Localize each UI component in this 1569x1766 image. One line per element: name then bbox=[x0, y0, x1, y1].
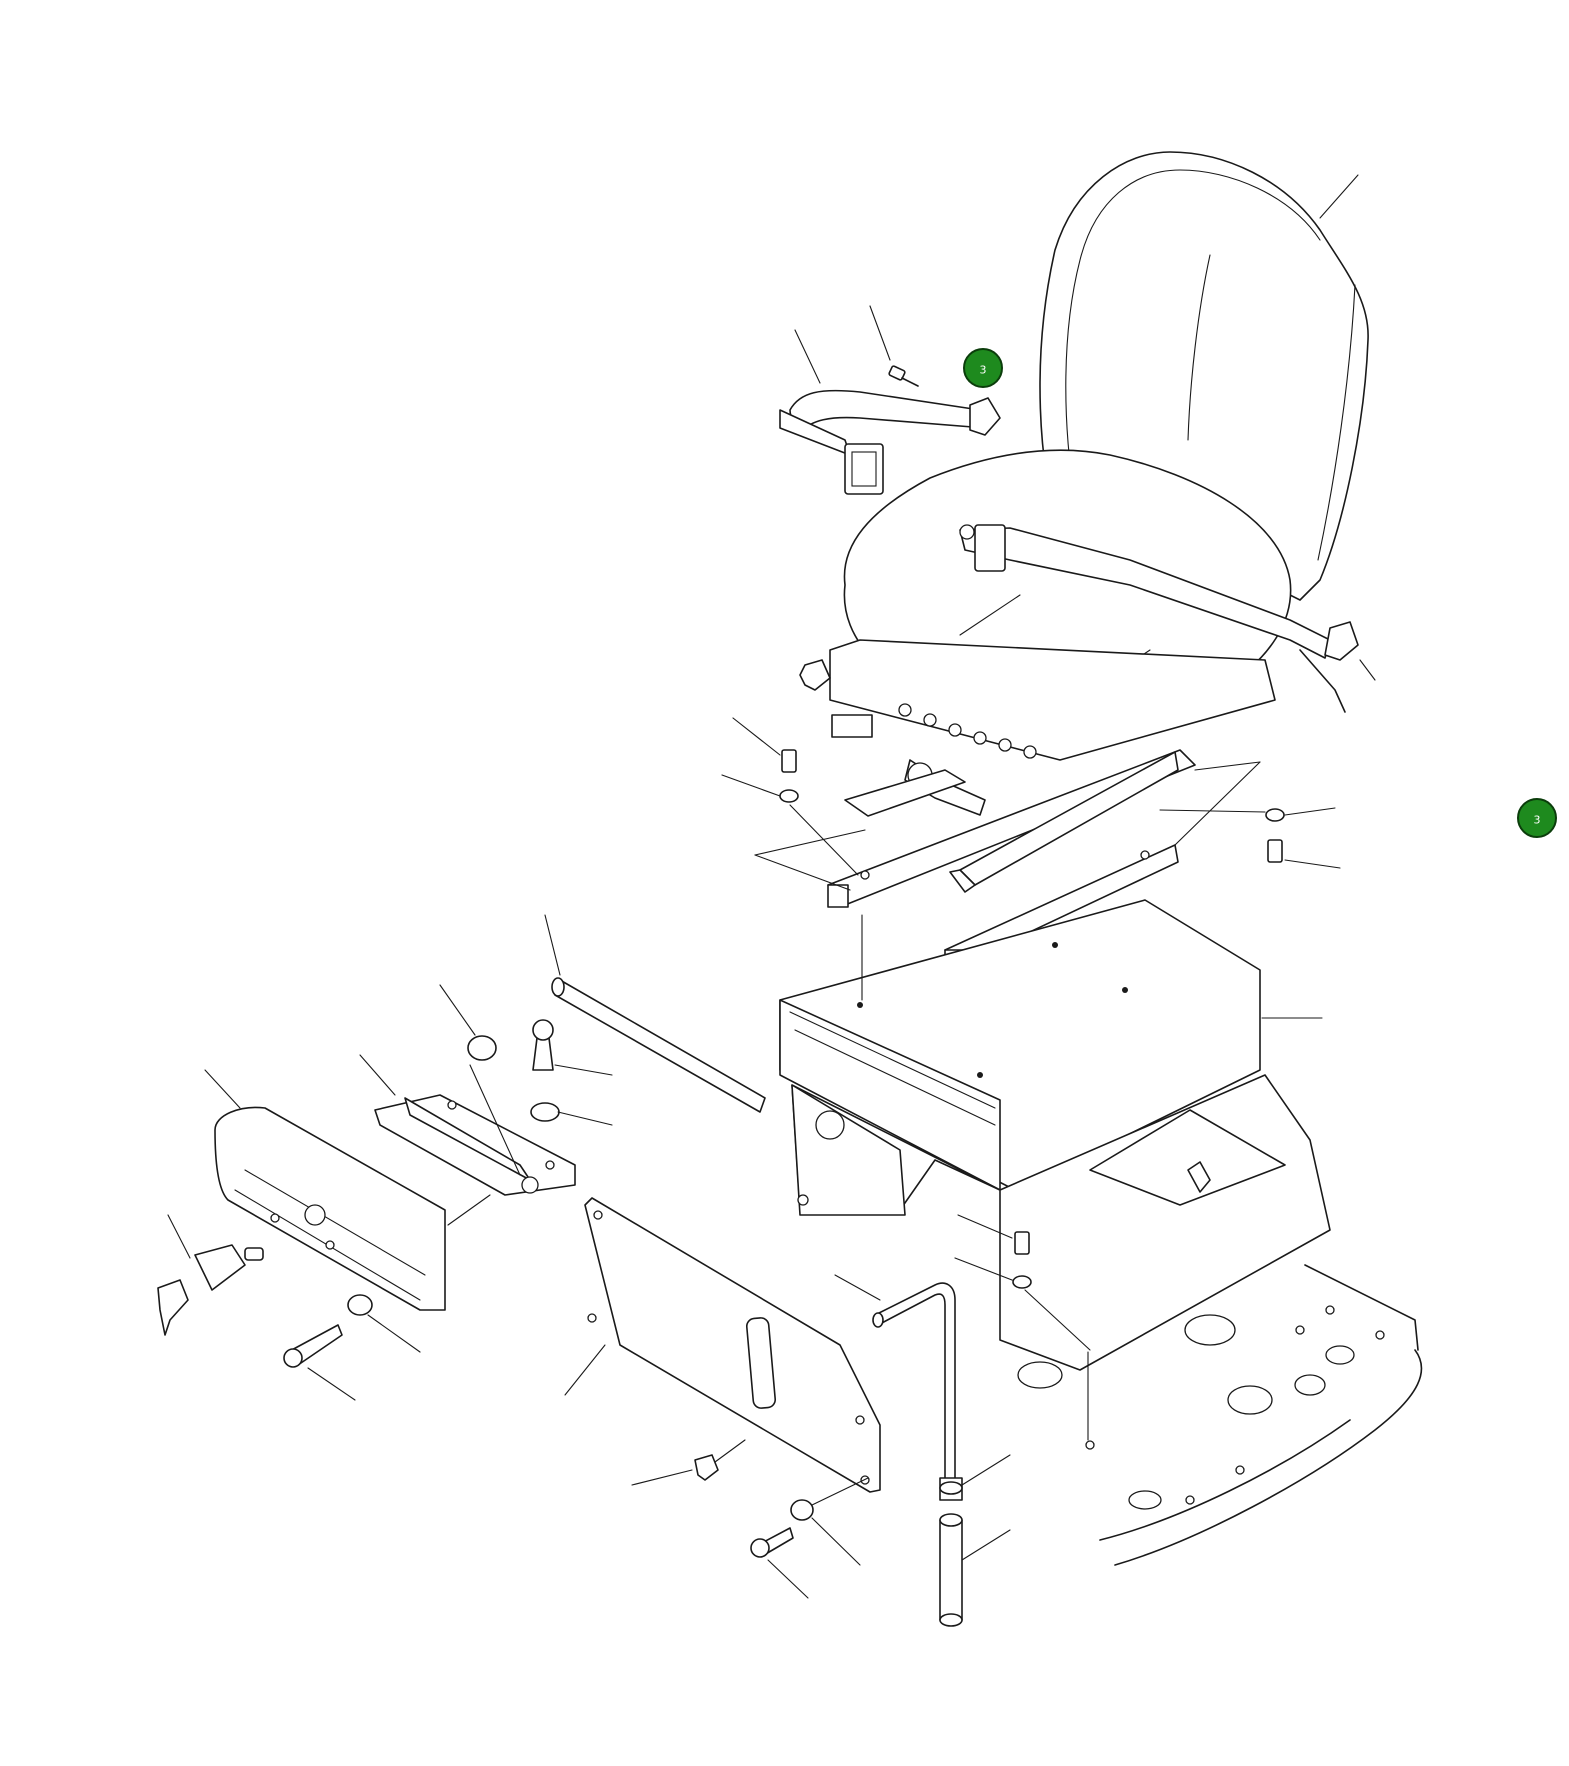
panel-fasteners bbox=[750, 1477, 869, 1599]
side-panel bbox=[564, 1197, 881, 1493]
rail-fasteners bbox=[721, 717, 1341, 876]
seat-box bbox=[779, 899, 1323, 1191]
padded-tube bbox=[544, 914, 766, 1113]
belt-bolt bbox=[869, 305, 919, 387]
seat-slide-mechanism bbox=[799, 639, 1276, 816]
lock-assembly bbox=[157, 1214, 264, 1336]
storage-lid bbox=[204, 1069, 491, 1311]
spacer-and-nut bbox=[939, 1454, 1011, 1627]
panel-clip bbox=[631, 1439, 746, 1486]
callout-badge-top[interactable]: 3 bbox=[963, 348, 1003, 388]
hinge bbox=[359, 1054, 576, 1196]
callout-badge-right[interactable]: 3 bbox=[1517, 798, 1557, 838]
seat-base bbox=[791, 1074, 1331, 1371]
l-rod bbox=[834, 1274, 956, 1481]
seat-belt bbox=[779, 305, 1001, 495]
lid-fasteners bbox=[283, 1294, 421, 1401]
floor-plate bbox=[1017, 1264, 1423, 1566]
hinge-fasteners bbox=[439, 984, 613, 1176]
base-fasteners bbox=[954, 1214, 1091, 1441]
rail-bars bbox=[754, 749, 1261, 971]
callout-label-right: 3 bbox=[1534, 814, 1541, 827]
callout-label-top: 3 bbox=[980, 364, 987, 377]
